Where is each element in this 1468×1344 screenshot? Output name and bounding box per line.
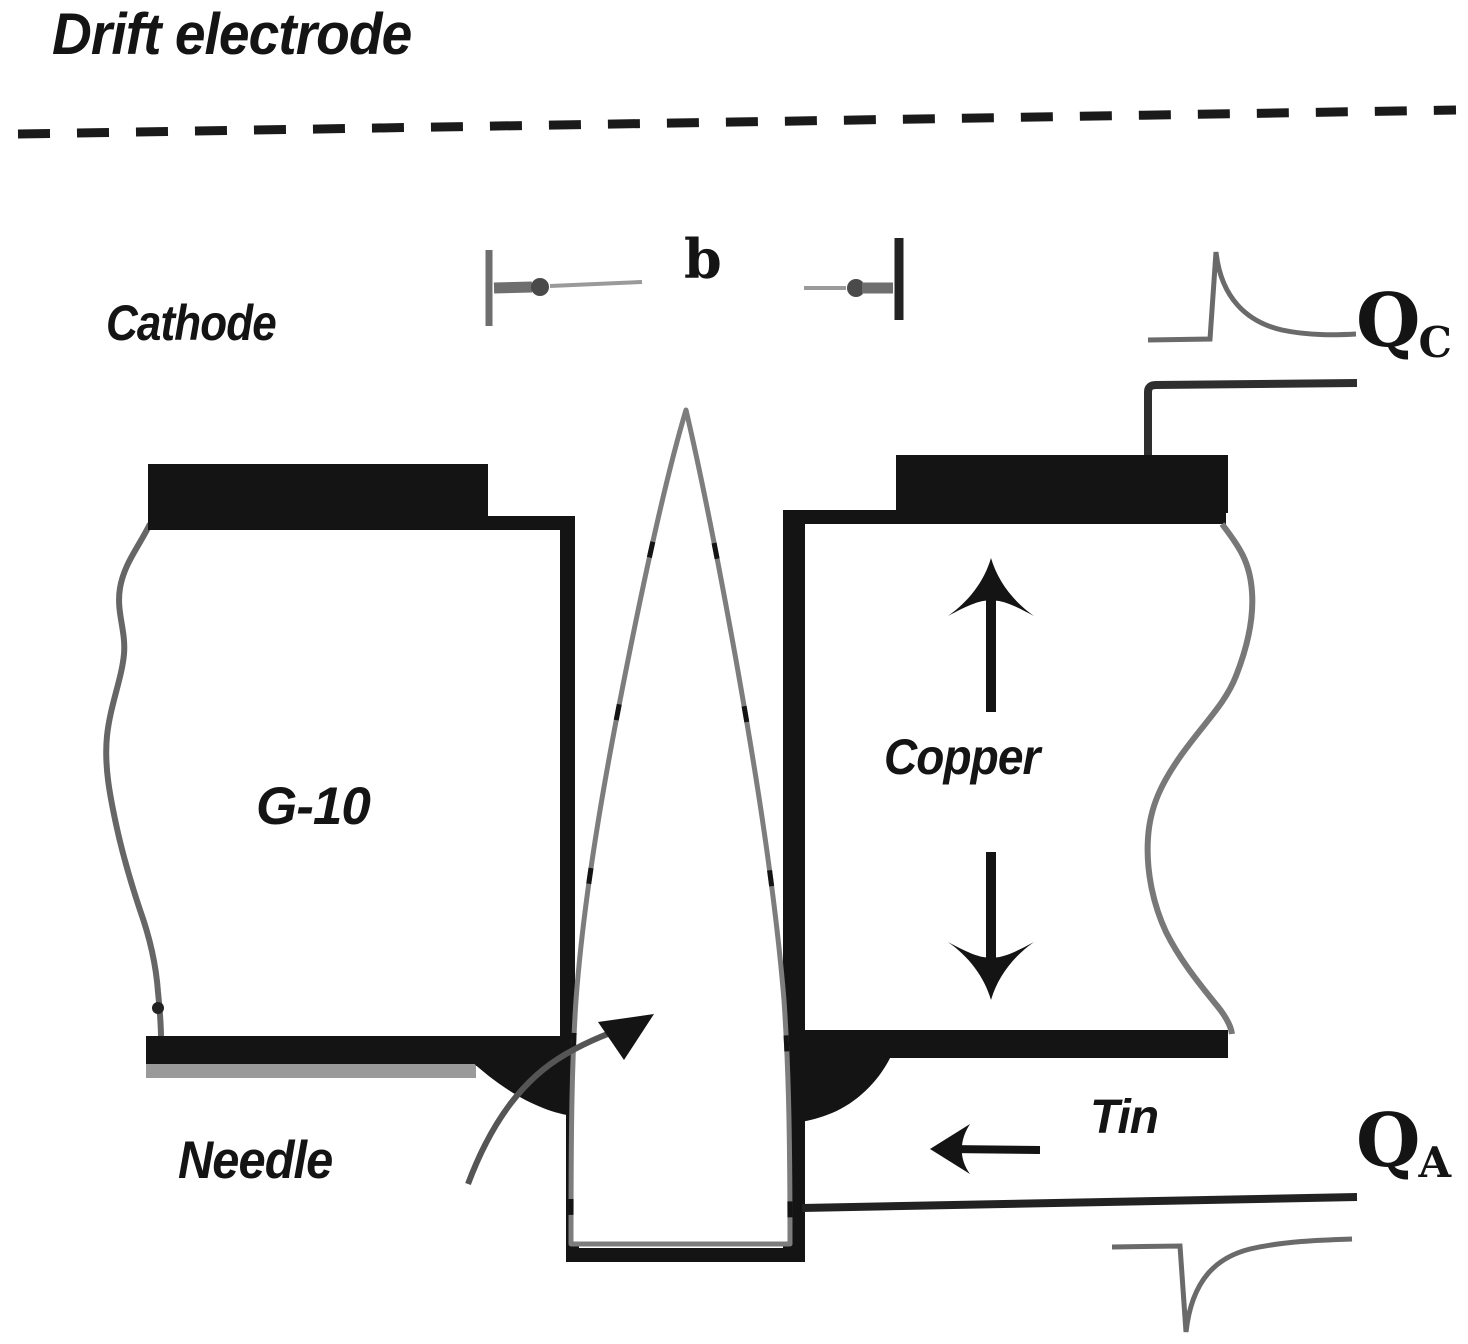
anode-pulse-waveform	[1111, 1236, 1353, 1333]
cathode-charge-symbol: Q	[1356, 278, 1421, 364]
needle-shape	[568, 407, 793, 1247]
anode-charge-symbol: Q	[1356, 1098, 1421, 1184]
anode-charge-label: Q A	[1356, 1098, 1451, 1184]
copper-top-electrode	[896, 455, 1228, 513]
anode-signal-wire	[801, 1193, 1358, 1212]
tin-label: Tin	[1090, 1091, 1159, 1144]
drift-plane-dashed-line	[17, 105, 1457, 139]
cathode-charge-subscript: C	[1418, 318, 1452, 367]
anode-charge-subscript: A	[1418, 1138, 1452, 1187]
arrow-down-icon	[948, 852, 1034, 1000]
gap-dimension-label: b	[684, 227, 722, 291]
copper-torn-edge	[1144, 522, 1256, 1035]
needle-label: Needle	[178, 1131, 333, 1190]
cathode-signal-wire	[1144, 379, 1358, 458]
arrow-up-icon	[948, 558, 1034, 712]
gap-dimension-marker	[485, 238, 904, 326]
g10-top-electrode	[148, 464, 488, 520]
curved-arrow-up-right-icon	[465, 1014, 654, 1186]
copper-bottom-electrode	[790, 1030, 1228, 1058]
copper-block	[783, 455, 1256, 1262]
cathode-charge-label: Q C	[1356, 278, 1452, 364]
g10-torn-edge	[103, 522, 164, 1039]
tin-fillet-right	[800, 1054, 892, 1122]
cathode-label: Cathode	[106, 295, 277, 351]
figure-title: Drift electrode	[52, 2, 412, 67]
arrow-left-icon	[930, 1124, 1041, 1174]
g10-label: G-10	[256, 777, 371, 836]
cathode-pulse-waveform	[1147, 251, 1357, 343]
copper-label: Copper	[884, 729, 1040, 785]
